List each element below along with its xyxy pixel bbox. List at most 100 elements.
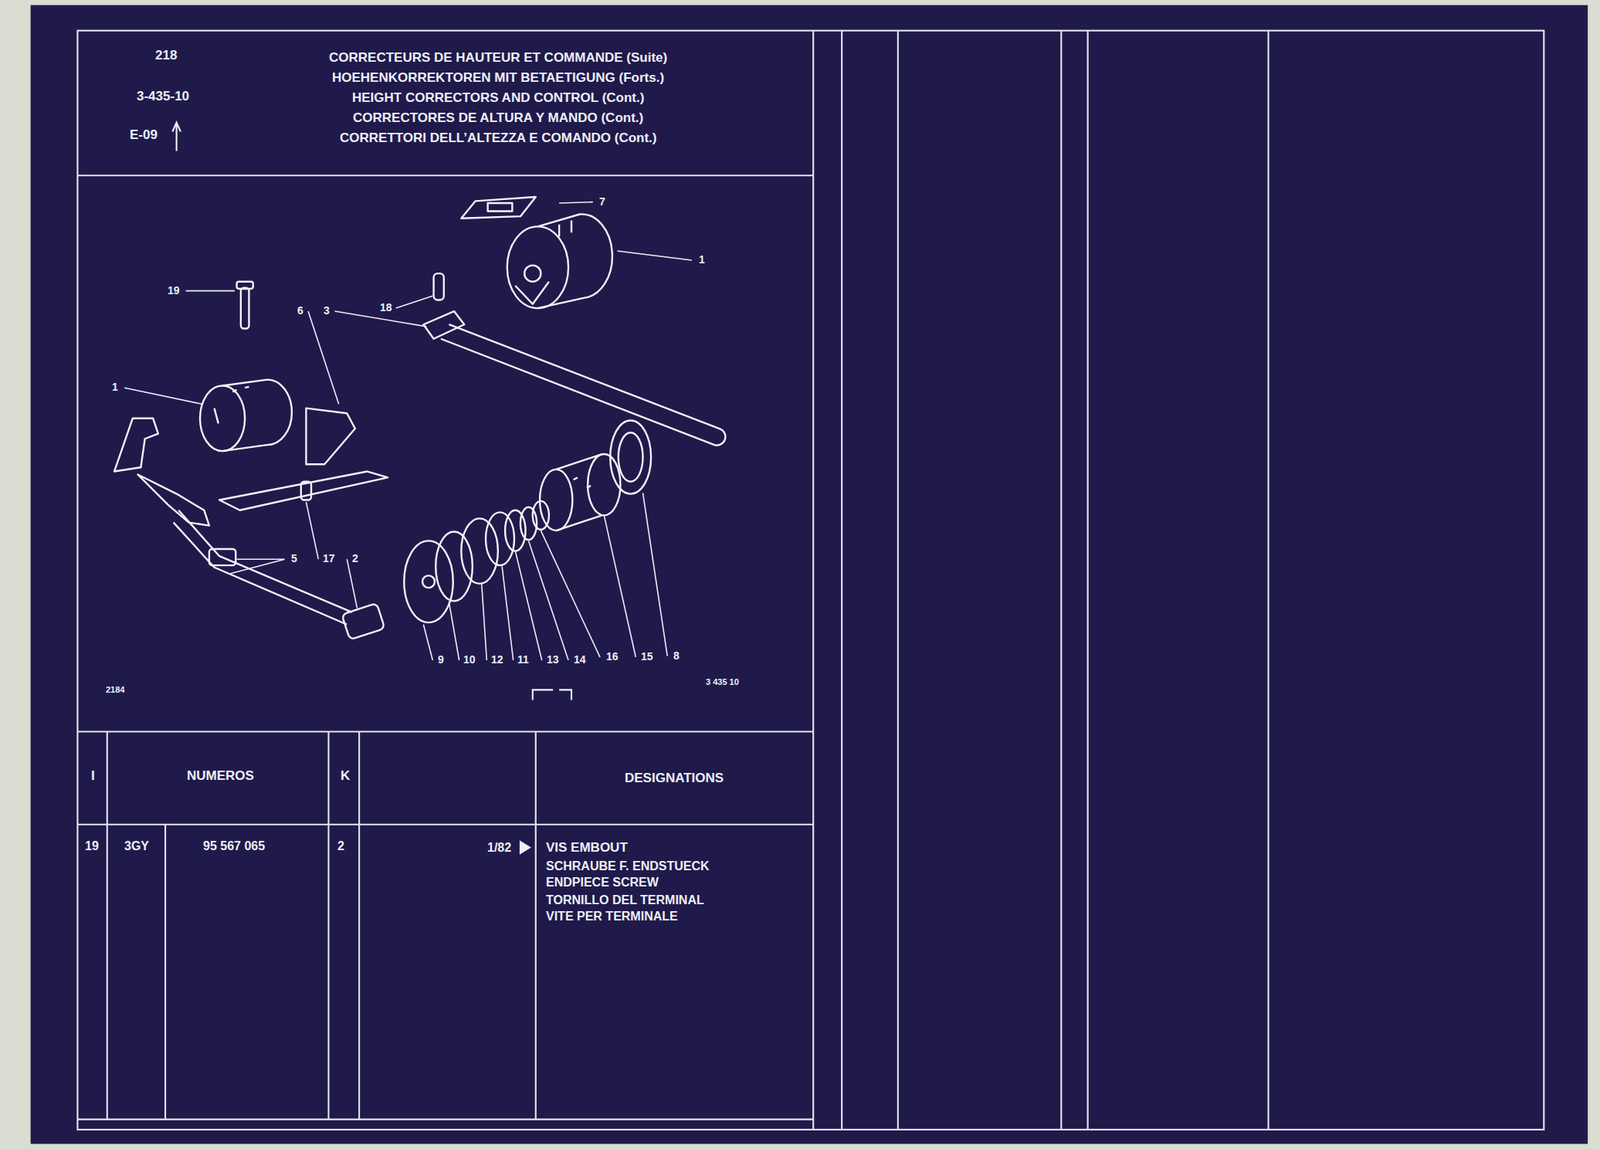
leader-lines bbox=[308, 311, 339, 404]
table-header: K bbox=[340, 769, 350, 784]
table-header: NUMEROS bbox=[186, 769, 255, 784]
exploded-view bbox=[610, 420, 651, 494]
heading-line: CORRETTORI DELL’ALTEZZA E COMANDO (Cont.… bbox=[339, 131, 657, 146]
leader-lines bbox=[643, 492, 668, 656]
table-cell: 95 567 065 bbox=[203, 839, 265, 854]
part-designation: ENDPIECE SCREW bbox=[545, 875, 659, 890]
exploded-view bbox=[537, 213, 613, 309]
exploded-view bbox=[440, 324, 726, 445]
callout-number: 11 bbox=[517, 654, 529, 666]
exploded-view bbox=[573, 477, 591, 488]
film-ground bbox=[30, 5, 1589, 1145]
table-grid bbox=[77, 30, 1544, 1130]
leader-lines bbox=[528, 540, 570, 661]
exploded-view bbox=[301, 481, 312, 501]
leader-lines bbox=[501, 566, 514, 661]
exploded-view bbox=[422, 575, 435, 588]
exploded-view bbox=[209, 549, 236, 566]
leader-lines bbox=[448, 602, 459, 661]
exploded-view bbox=[200, 386, 245, 452]
table-grid bbox=[77, 823, 814, 826]
leader-lines bbox=[616, 250, 692, 261]
exploded-view bbox=[488, 203, 513, 212]
exploded-view bbox=[433, 273, 445, 300]
leader-lines bbox=[124, 387, 202, 404]
callout-number: 19 bbox=[167, 284, 180, 297]
exploded-view bbox=[618, 432, 644, 482]
figure-reference: 3 435 10 bbox=[705, 677, 739, 687]
symbols bbox=[172, 122, 572, 854]
exploded-view bbox=[461, 518, 499, 584]
callout-number: 17 bbox=[322, 552, 336, 565]
table-grid bbox=[77, 174, 814, 177]
leader-lines bbox=[334, 311, 427, 327]
part-designation: VITE PER TERMINALE bbox=[545, 909, 678, 924]
table-cell: 2 bbox=[337, 839, 345, 854]
exploded-view bbox=[524, 265, 541, 282]
callout-number: 7 bbox=[599, 196, 606, 208]
exploded-view bbox=[114, 418, 159, 472]
table-grid bbox=[164, 824, 167, 1120]
exploded-view bbox=[341, 603, 385, 640]
exploded-view bbox=[587, 454, 621, 516]
callout-number: 12 bbox=[491, 654, 504, 666]
table-grid bbox=[77, 1118, 814, 1121]
table-grid bbox=[897, 30, 899, 1130]
table-cell: 1/82 bbox=[487, 840, 512, 855]
callout-number: 3 bbox=[323, 305, 330, 317]
exploded-view bbox=[240, 288, 250, 329]
exploded-view bbox=[539, 469, 573, 531]
leader-lines bbox=[481, 583, 488, 661]
exploded-view bbox=[505, 510, 526, 552]
leader-lines bbox=[423, 624, 433, 661]
leader-lines bbox=[186, 290, 235, 292]
exploded-view bbox=[305, 408, 355, 465]
symbols bbox=[520, 841, 530, 854]
table-grid bbox=[358, 732, 360, 1120]
exploded-view bbox=[507, 226, 569, 309]
sheet-reference: 3-435-10 bbox=[136, 89, 190, 105]
callout-number: 10 bbox=[463, 654, 476, 666]
table-grid bbox=[77, 30, 1544, 1130]
callout-number: 1 bbox=[698, 254, 706, 266]
exploded-view bbox=[461, 196, 536, 219]
callout-number: 14 bbox=[573, 654, 587, 666]
callout-number: 15 bbox=[640, 650, 654, 663]
heading-line: HOEHENKORREKTOREN MIT BETAETIGUNG (Forts… bbox=[332, 71, 665, 86]
part-designation: TORNILLO DEL TERMINAL bbox=[545, 893, 705, 908]
table-cell: 19 bbox=[84, 839, 99, 854]
exploded-view bbox=[214, 386, 250, 424]
leader-lines bbox=[346, 559, 357, 608]
exploded-view bbox=[222, 379, 292, 452]
callout-number: 1 bbox=[111, 381, 119, 394]
leader-lines bbox=[540, 530, 600, 658]
exploded-view bbox=[403, 540, 453, 623]
table-cell: 3GY bbox=[124, 839, 150, 854]
sheet-reference: E-09 bbox=[129, 128, 158, 143]
exploded-view bbox=[173, 510, 353, 625]
table-grid bbox=[77, 730, 814, 733]
callout-number: 9 bbox=[437, 654, 445, 666]
leader-lines bbox=[230, 559, 285, 574]
exploded-view bbox=[435, 531, 473, 601]
table-grid bbox=[535, 732, 537, 1120]
heading-line: HEIGHT CORRECTORS AND CONTROL (Cont.) bbox=[352, 91, 645, 106]
callout-number: 16 bbox=[606, 650, 619, 663]
plate-number: 218 bbox=[155, 48, 177, 64]
callout-number: 18 bbox=[379, 301, 393, 314]
symbols bbox=[532, 689, 572, 700]
exploded-view bbox=[219, 471, 388, 511]
exploded-view bbox=[559, 220, 572, 237]
callout-number: 13 bbox=[546, 654, 560, 666]
table-grid bbox=[327, 732, 329, 1120]
leader-lines bbox=[396, 295, 434, 309]
callout-number: 5 bbox=[291, 552, 298, 565]
table-grid bbox=[1060, 30, 1062, 1130]
exploded-view bbox=[237, 281, 254, 289]
table-grid bbox=[106, 732, 109, 1120]
leader-lines bbox=[603, 515, 636, 658]
table-grid bbox=[1267, 30, 1269, 1130]
part-designation: SCHRAUBE F. ENDSTUECK bbox=[545, 859, 710, 874]
